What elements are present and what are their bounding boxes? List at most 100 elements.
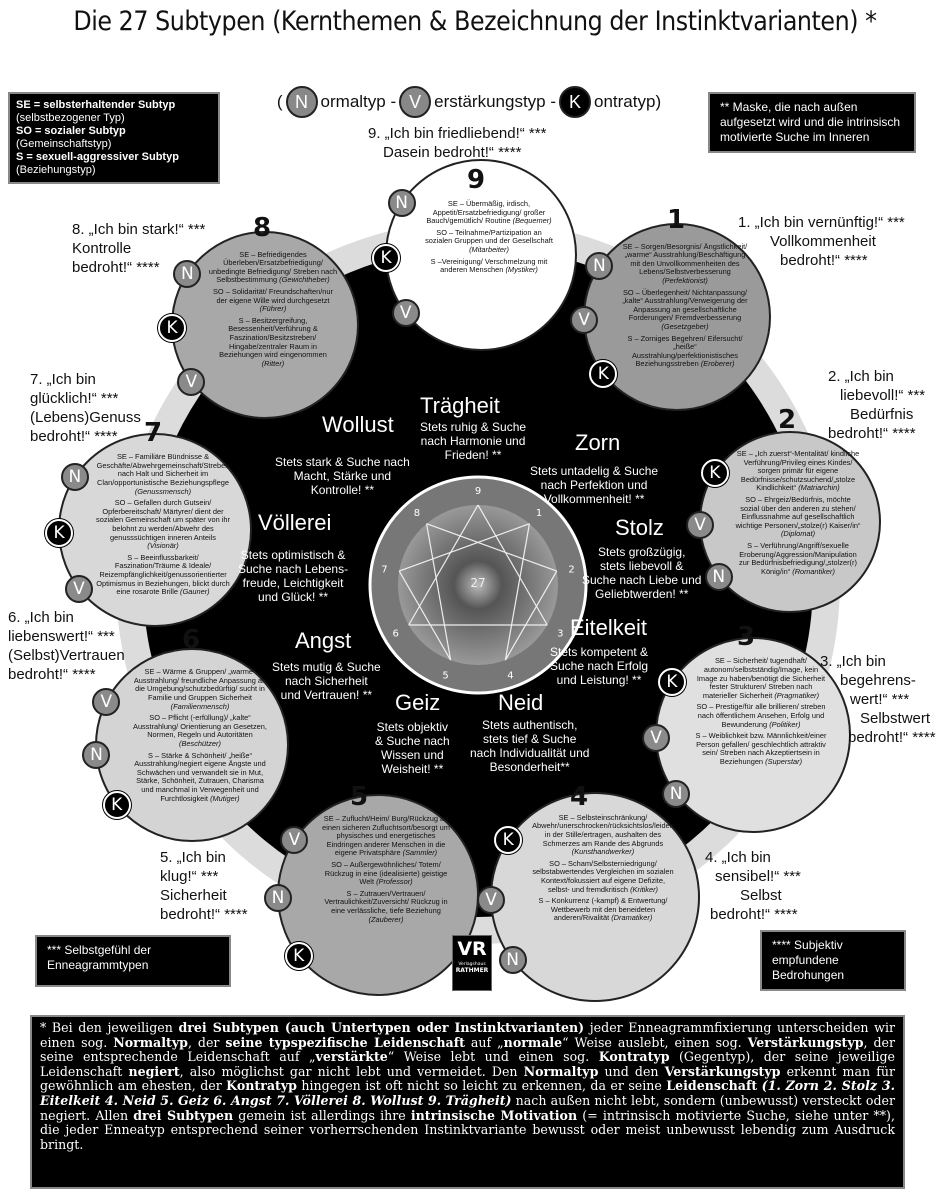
quote-line: 3. „Ich bin bbox=[820, 653, 886, 670]
center-digit: 6 bbox=[393, 629, 399, 640]
motivation-line: Wissen und bbox=[381, 748, 444, 762]
motivation-line: stets liebevoll & bbox=[600, 559, 684, 573]
motivation-line: Stets objektiv bbox=[376, 720, 449, 734]
subtype-name: (Zauberer) bbox=[368, 914, 404, 924]
footnote-segment: Normaltyp bbox=[113, 1034, 188, 1050]
subtype-desc: S – Konkurrenz (-kampf) & Entwertung/ We… bbox=[530, 896, 676, 923]
type-number-4: 4 bbox=[570, 782, 589, 812]
motivation-line: & Suche nach bbox=[375, 734, 450, 748]
quote-line: bedroht!“ **** bbox=[160, 906, 248, 923]
passion-8: Wollust bbox=[322, 412, 394, 437]
quote-line: 7. „Ich bin bbox=[30, 371, 96, 388]
motivation-line: nach Perfektion und bbox=[540, 478, 648, 492]
subtype-name: (Dramatiker) bbox=[611, 913, 653, 923]
badge-K: K bbox=[102, 790, 131, 819]
footnote-segment: “ Weise lebt und einen sog. bbox=[387, 1049, 599, 1065]
publisher-logo: VR Verlagshaus RATHMER bbox=[452, 935, 492, 991]
badge-N: N bbox=[387, 188, 416, 217]
star-line bbox=[477, 504, 548, 626]
subtype-name: (Beschützer) bbox=[179, 738, 221, 748]
footnote-segment: seine typspezifische Leidenschaft bbox=[225, 1034, 465, 1050]
footnote-segment: “ Weise auslebt, einen sog. bbox=[562, 1034, 748, 1050]
footnote-segment: Verstärkungstyp bbox=[747, 1034, 864, 1050]
quote-line: bedroht!“ **** bbox=[72, 259, 160, 276]
star-line bbox=[408, 504, 479, 626]
badge-V: V bbox=[64, 574, 93, 603]
type-quote-9: 9. „Ich bin friedliebend!“ ***Dasein bed… bbox=[368, 124, 546, 162]
subtype-text-5: SE – Zuflucht/Heim/ Burg/Rückzug an eine… bbox=[318, 814, 454, 927]
quote-line: 1. „Ich bin vernünftig!“ *** bbox=[738, 214, 905, 231]
motivation-line: stets tief & Suche bbox=[483, 732, 577, 746]
quote-line: Selbst bbox=[740, 887, 782, 904]
subtype-desc: SO – Prestige/für alle brillieren/ streb… bbox=[695, 703, 827, 729]
motivation-line: Besonderheit** bbox=[489, 760, 570, 774]
badge-V: V bbox=[177, 367, 206, 396]
passion-5: Geiz bbox=[395, 690, 441, 715]
passion-6: Angst bbox=[295, 628, 352, 653]
type-quote-1: 1. „Ich bin vernünftig!“ ***Vollkommenhe… bbox=[738, 213, 905, 270]
legend-verstaerkung: erstärkungstyp - bbox=[434, 92, 557, 111]
motivation-line: Stets ruhig & Suche bbox=[420, 420, 527, 434]
legend-paren: ( bbox=[276, 92, 283, 111]
type-number-5: 5 bbox=[350, 782, 369, 812]
quote-line: bedroht!“ **** bbox=[8, 666, 96, 683]
star-line bbox=[426, 523, 557, 572]
motivation-line: Stets stark & Suche nach bbox=[275, 455, 410, 469]
subtype-text: S – Verführung/Angriff/sexuelle Eroberun… bbox=[739, 540, 857, 576]
subtype-text: SE – Wärme & Gruppen/ „warme“ Ausstrahlu… bbox=[133, 667, 267, 702]
subtype-text: S – Besitzergreifung, Besessenheit/Verfü… bbox=[219, 315, 327, 360]
subtype-text: S – Konkurrenz (-kampf) & Entwertung/ We… bbox=[538, 896, 668, 923]
type-number-8: 8 bbox=[253, 213, 272, 243]
subtype-name: (Matriarchin) bbox=[798, 483, 840, 493]
subtype-text-7: SE – Familiäre Bündnisse & Geschäfte/Abw… bbox=[96, 452, 230, 600]
subtype-desc: SE – Wärme & Gruppen/ „warme“ Ausstrahlu… bbox=[133, 667, 267, 711]
quote-line: (Selbst)Vertrauen bbox=[8, 647, 125, 664]
subtype-desc: SO – Gefallen durch Gutsein/ Opferbereit… bbox=[96, 498, 230, 551]
explanation-paragraph: * Bei den jeweiligen drei Subtypen (auch… bbox=[30, 1015, 905, 1189]
footnote-segment: intrinsische Motivation bbox=[410, 1107, 578, 1123]
motivation-line: und Leistung! ** bbox=[556, 673, 642, 687]
subtype-desc: S –Vereinigung/ Verschmelzung mit andere… bbox=[423, 257, 556, 275]
badge-V: V bbox=[280, 826, 309, 854]
badge-N: N bbox=[704, 562, 733, 591]
footnote-segment: nach außen nicht lebt, sondern (unbewuss… bbox=[40, 1092, 895, 1123]
subtype-text: SO – Solidarität/ Freundschaften/nur der… bbox=[213, 286, 333, 305]
subtype-text: SE – Familiäre Bündnisse & Geschäfte/Abw… bbox=[96, 452, 230, 487]
subtype-text-6: SE – Wärme & Gruppen/ „warme“ Ausstrahlu… bbox=[133, 667, 267, 806]
subtype-text: SO – Außergewöhnliches/ Totem/ Rückzug i… bbox=[324, 859, 448, 887]
subtype-text: SO – Pflicht (-erfüllung)/ „kalte“ Ausst… bbox=[133, 713, 267, 740]
subtype-text: SO – Überlegenheit/ Nichtanpassung/„kalt… bbox=[622, 287, 748, 323]
subtype-desc: SE – „Ich zuerst“-Mentalität/ kindliche … bbox=[735, 449, 861, 493]
subtype-desc: SE – Zuflucht/Heim/ Burg/Rückzug an eine… bbox=[318, 814, 454, 858]
footnote-segment: und den bbox=[598, 1063, 665, 1079]
footnote-segment: verstärkte bbox=[315, 1049, 388, 1065]
logo-mark: VR bbox=[457, 938, 487, 960]
motivation-2: Stets großzügig,stets liebevoll &Suche n… bbox=[582, 545, 701, 601]
motivation-line: Kontrolle! ** bbox=[310, 483, 375, 497]
passion-2: Stolz bbox=[615, 515, 664, 540]
motivation-line: Stets untadelig & Suche bbox=[530, 464, 659, 478]
badge-N: N bbox=[82, 740, 111, 769]
footnote-segment: Normaltyp bbox=[523, 1063, 599, 1079]
subtype-name: (Gesetzgeber) bbox=[661, 321, 709, 331]
motivation-line: Suche nach Liebe und bbox=[582, 573, 702, 587]
footnote-segment: , der seine entsprechende Leidenschaft a… bbox=[40, 1034, 895, 1065]
subtype-text: SE – Übermäßig, irdisch, Appetit/Ersatzb… bbox=[426, 199, 546, 226]
type-number-2: 2 bbox=[778, 405, 797, 435]
subtype-desc: SE – Übermäßig, irdisch, Appetit/Ersatzb… bbox=[423, 199, 556, 226]
footnote-segment: (= intrinsisch motivierte Suche, siehe u… bbox=[40, 1107, 895, 1152]
quote-line: glücklich!“ *** bbox=[30, 390, 119, 407]
quote-line: liebenswert!“ *** bbox=[8, 628, 115, 645]
star-line bbox=[399, 523, 530, 572]
subtype-desc: S – Beeinflussbarkeit/ Faszination/Träum… bbox=[96, 553, 230, 597]
footnote-segment: normale bbox=[503, 1034, 563, 1050]
center-digit: 8 bbox=[414, 508, 420, 519]
quote-line: liebevoll!“ *** bbox=[840, 387, 926, 404]
quote-line: bedroht!“ **** bbox=[30, 428, 118, 445]
